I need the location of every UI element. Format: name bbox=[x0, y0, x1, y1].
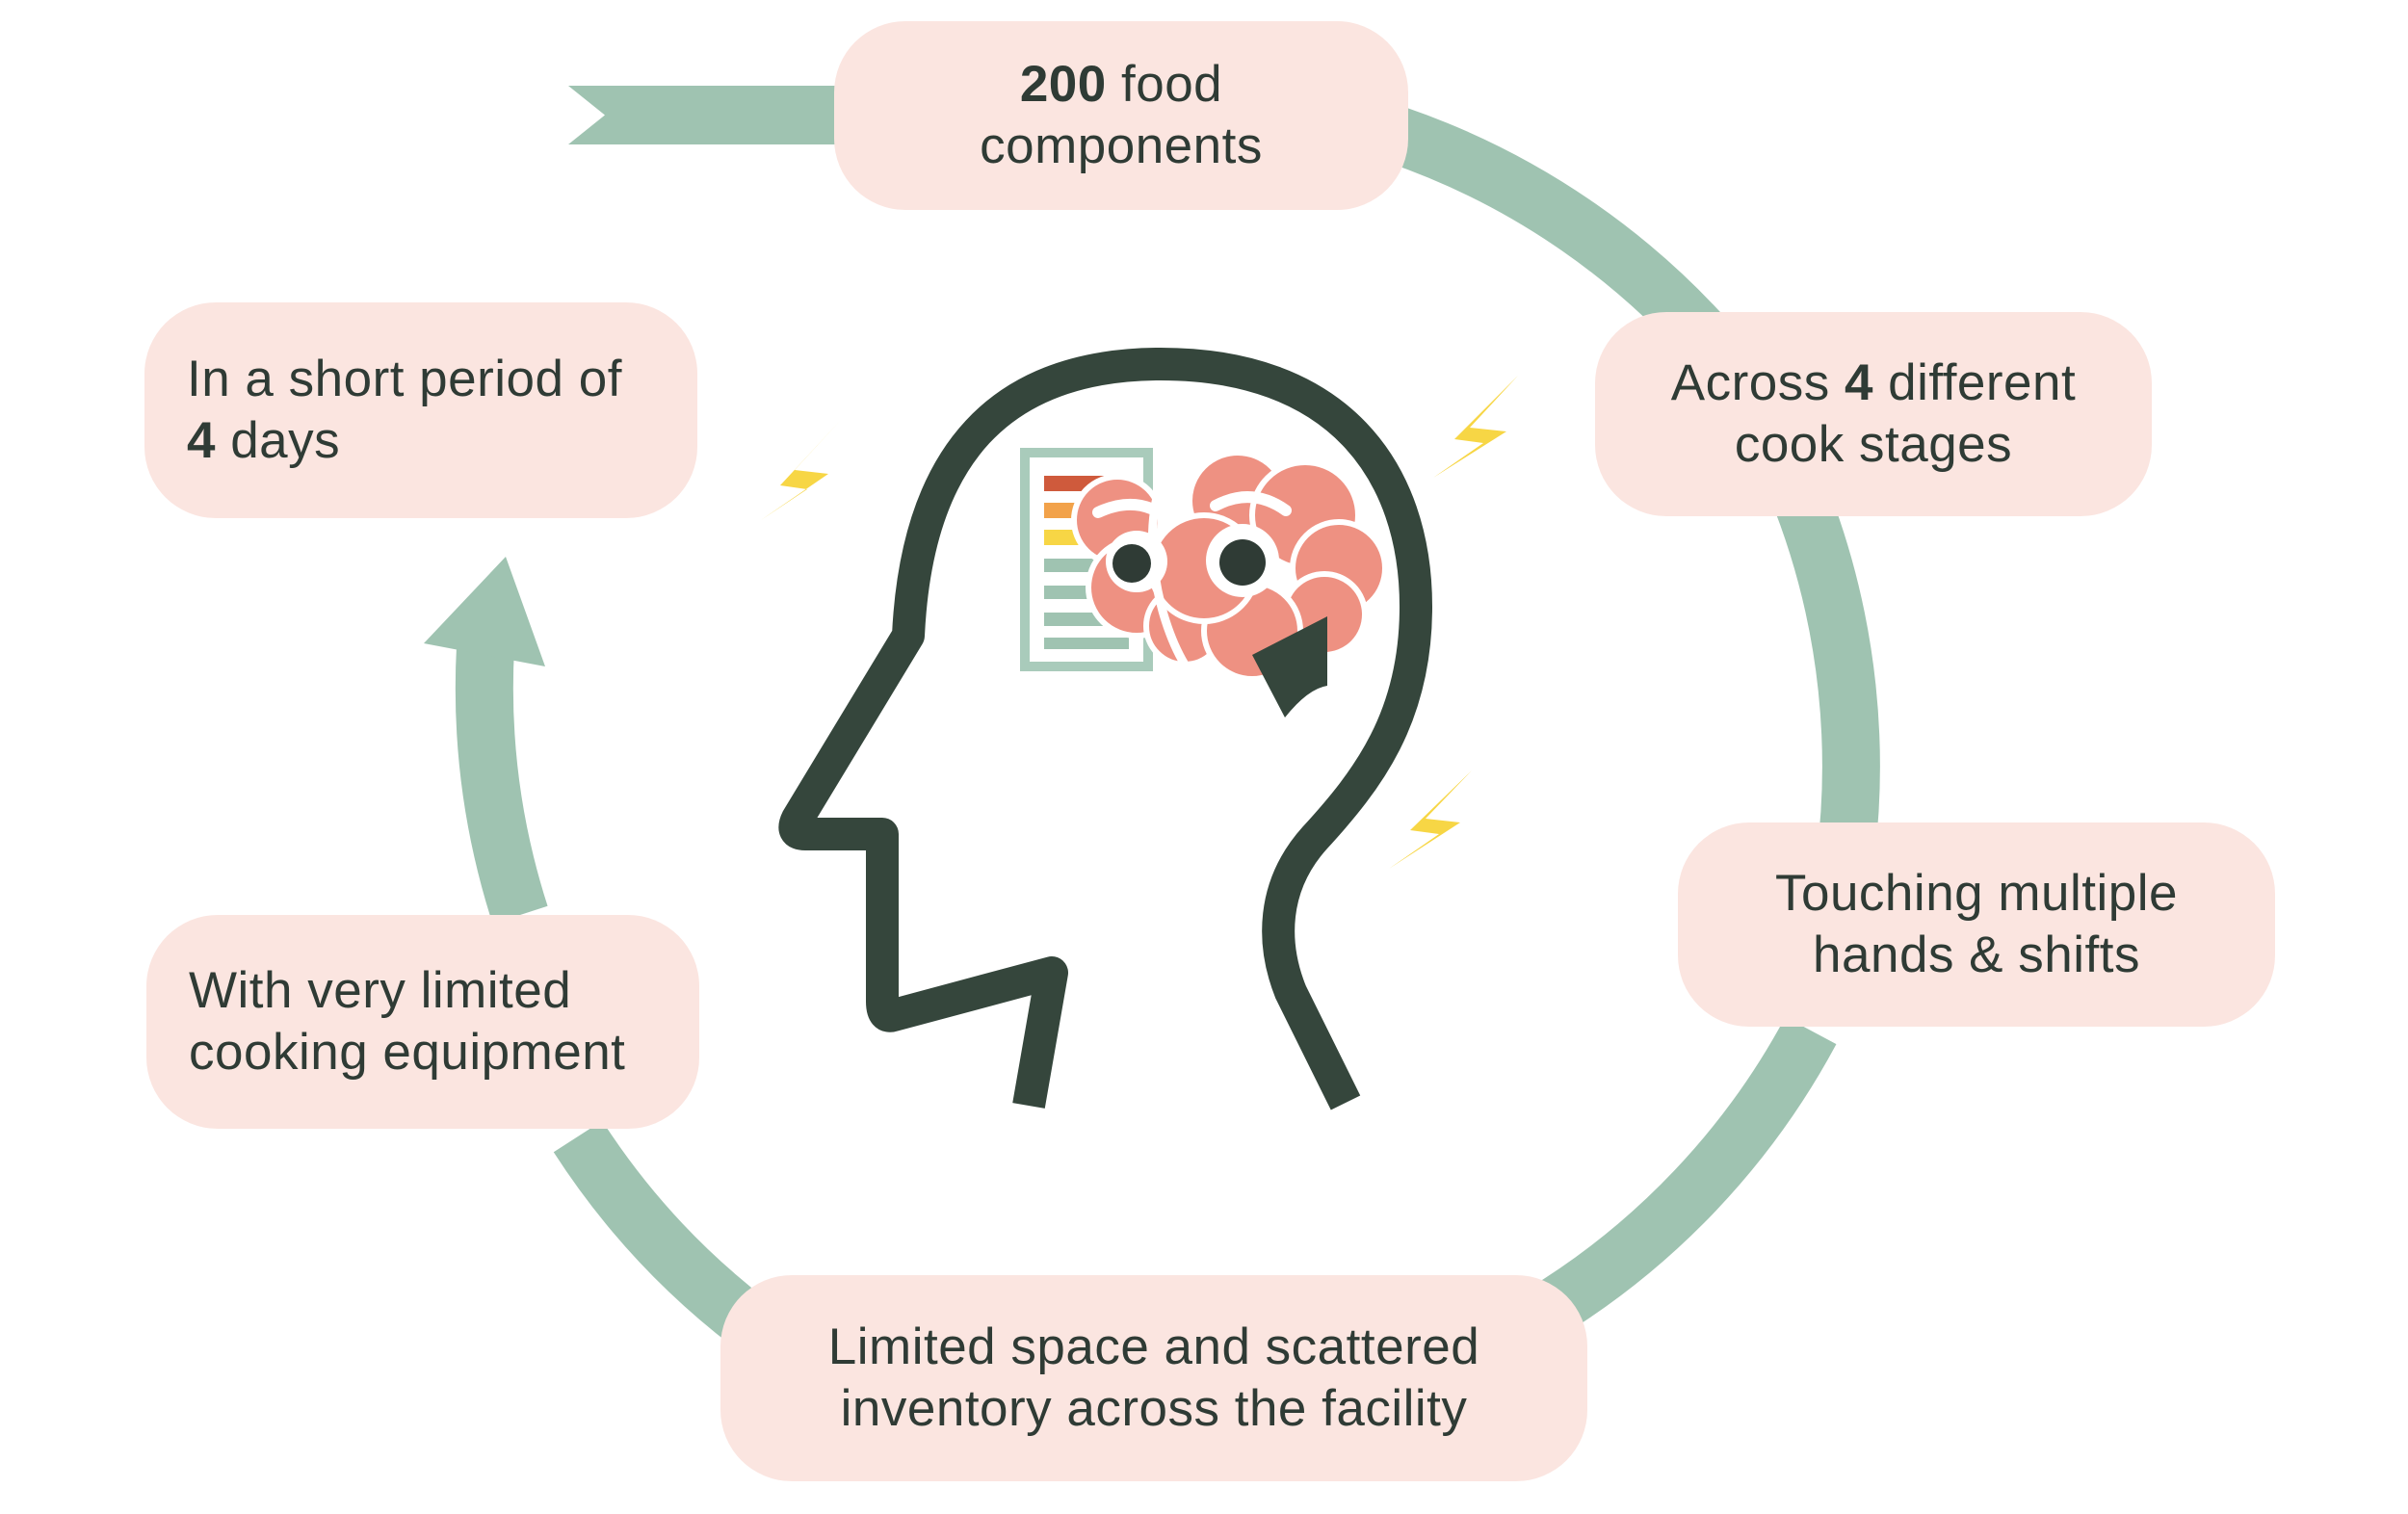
ring-arc-bottom-left bbox=[553, 1120, 770, 1347]
ring-start-flag-icon bbox=[568, 86, 848, 144]
highlight-number: 200 bbox=[1019, 56, 1107, 113]
step-card-line: components bbox=[980, 117, 1263, 174]
head-silhouette-icon bbox=[778, 347, 1432, 1110]
ear-notch bbox=[1252, 616, 1327, 718]
highlight-number: 4 bbox=[187, 412, 216, 469]
step-card-line: cook stages bbox=[1734, 416, 2013, 473]
step-card-limited-space: Limited space and scattered inventory ac… bbox=[720, 1275, 1587, 1481]
step-card-line: Limited space and scattered bbox=[827, 1318, 1480, 1375]
step-card-hands-shifts: Touching multiple hands & shifts bbox=[1678, 822, 2275, 1027]
step-card-short-period: In a short period of 4 days bbox=[144, 302, 697, 518]
ring-arrowhead-icon bbox=[424, 557, 545, 666]
lightning-bolts bbox=[761, 376, 1518, 869]
lightning-bolt-icon bbox=[1433, 376, 1518, 478]
ring-arc-left bbox=[455, 645, 548, 925]
step-card-line: 4 days bbox=[187, 412, 341, 469]
step-card-line: In a short period of bbox=[187, 351, 622, 407]
lightning-bolt-icon bbox=[1389, 770, 1472, 869]
step-card-line: inventory across the facility bbox=[840, 1380, 1468, 1437]
step-card-line: hands & shifts bbox=[1813, 927, 2140, 983]
step-card-line: 200 food bbox=[1019, 56, 1223, 113]
ring-arc-bottom-right bbox=[1526, 1016, 1837, 1340]
lightning-bolt-icon bbox=[761, 421, 840, 520]
cycle-ring bbox=[424, 86, 1880, 1347]
highlight-number: 4 bbox=[1844, 354, 1873, 411]
step-card-line: Touching multiple bbox=[1774, 865, 2178, 922]
step-card-line: cooking equipment bbox=[189, 1024, 626, 1081]
step-card-line: Across 4 different bbox=[1670, 354, 2077, 411]
step-card-cook-stages: Across 4 different cook stages bbox=[1595, 312, 2152, 516]
step-card-food-components: 200 food components bbox=[834, 21, 1408, 210]
step-card-line: With very limited bbox=[189, 962, 572, 1019]
step-card-limited-equipment: With very limited cooking equipment bbox=[146, 915, 699, 1129]
